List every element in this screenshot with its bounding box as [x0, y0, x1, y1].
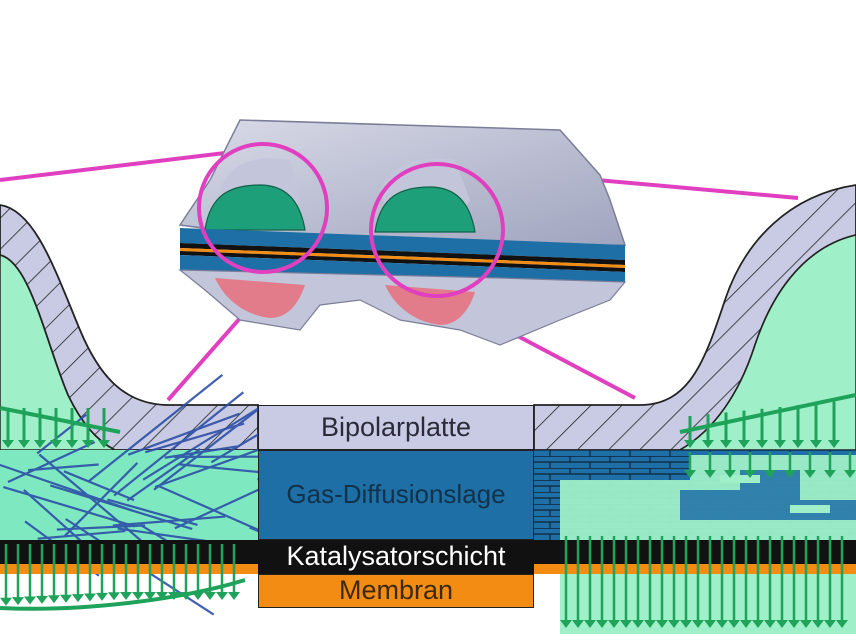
catalyst-strip-right — [534, 540, 856, 564]
cell-3d-illustration — [178, 119, 627, 346]
membrane-strip-right — [534, 564, 856, 574]
flow-arrows — [0, 393, 856, 628]
magnifier-circle-left — [197, 142, 329, 274]
label-catalyst-layer: Katalysatorschicht — [258, 540, 534, 574]
gdl-bricks-right — [534, 450, 856, 540]
label-membrane: Membran — [258, 574, 534, 608]
label-gas-diffusion-layer: Gas-Diffusionslage — [258, 450, 534, 540]
membrane-strip-left — [0, 564, 258, 574]
label-bipolar-plate: Bipolarplatte — [258, 405, 534, 450]
right-gas-channel — [677, 234, 856, 451]
cell-channel-2 — [374, 186, 476, 233]
cell-channel-3 — [215, 278, 305, 318]
gdl-fibers-left — [0, 374, 258, 616]
left-bottom-stream — [0, 578, 246, 611]
magnifier-circle-right — [369, 162, 505, 298]
catalyst-strip-left — [0, 540, 258, 564]
cell-channel-1 — [204, 184, 306, 231]
